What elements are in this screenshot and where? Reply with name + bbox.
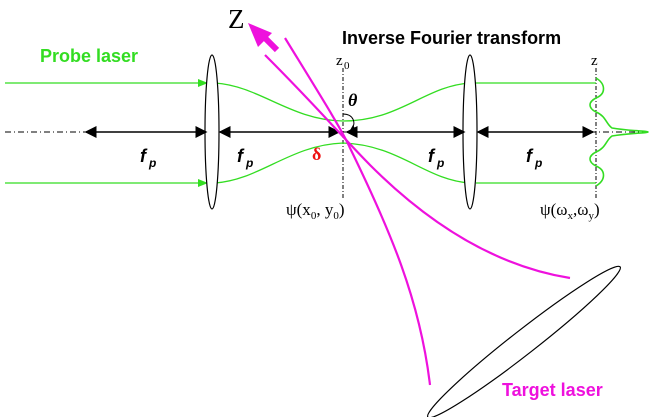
target-lens xyxy=(426,265,622,417)
fp-label-3: f p xyxy=(428,146,444,170)
delta-label: δ xyxy=(312,144,321,164)
target-laser-label: Target laser xyxy=(502,380,603,400)
fp-label-4: f p xyxy=(526,146,542,170)
probe-arrow-bottom xyxy=(198,179,208,187)
fourier-intensity-profile xyxy=(589,77,649,187)
svg-text:f: f xyxy=(428,146,436,166)
svg-text:f: f xyxy=(237,146,245,166)
psi-x0-y0-label: ψ(x0, y0) xyxy=(286,200,344,222)
probe-beam xyxy=(5,82,596,184)
svg-text:p: p xyxy=(436,156,444,170)
inverse-fourier-label: Inverse Fourier transform xyxy=(342,28,561,48)
theta-label: θ xyxy=(348,90,358,110)
z-axis-label: Z xyxy=(228,4,245,34)
svg-text:p: p xyxy=(245,156,253,170)
svg-text:p: p xyxy=(534,156,542,170)
svg-text:ψ(ωx,ωy): ψ(ωx,ωy) xyxy=(540,200,600,222)
fp-label-1: f p xyxy=(140,146,156,170)
svg-text:0: 0 xyxy=(344,60,350,72)
lens-left xyxy=(204,54,220,210)
z0-label: z 0 xyxy=(336,53,350,72)
svg-text:ψ(x0, y0): ψ(x0, y0) xyxy=(286,200,344,222)
fp-label-2: f p xyxy=(237,146,253,170)
svg-text:f: f xyxy=(140,146,148,166)
probe-laser-label: Probe laser xyxy=(40,46,138,66)
theta-arc-arrowhead xyxy=(349,125,356,132)
lens-right xyxy=(462,54,478,210)
svg-text:f: f xyxy=(526,146,534,166)
probe-arrow-top xyxy=(198,79,208,87)
psi-omega-label: ψ(ωx,ωy) xyxy=(540,200,600,222)
target-beam xyxy=(264,37,571,386)
z-direction-arrowhead xyxy=(248,23,272,47)
svg-text:z: z xyxy=(336,53,343,69)
svg-text:p: p xyxy=(148,156,156,170)
z-right-label: z xyxy=(591,53,598,69)
